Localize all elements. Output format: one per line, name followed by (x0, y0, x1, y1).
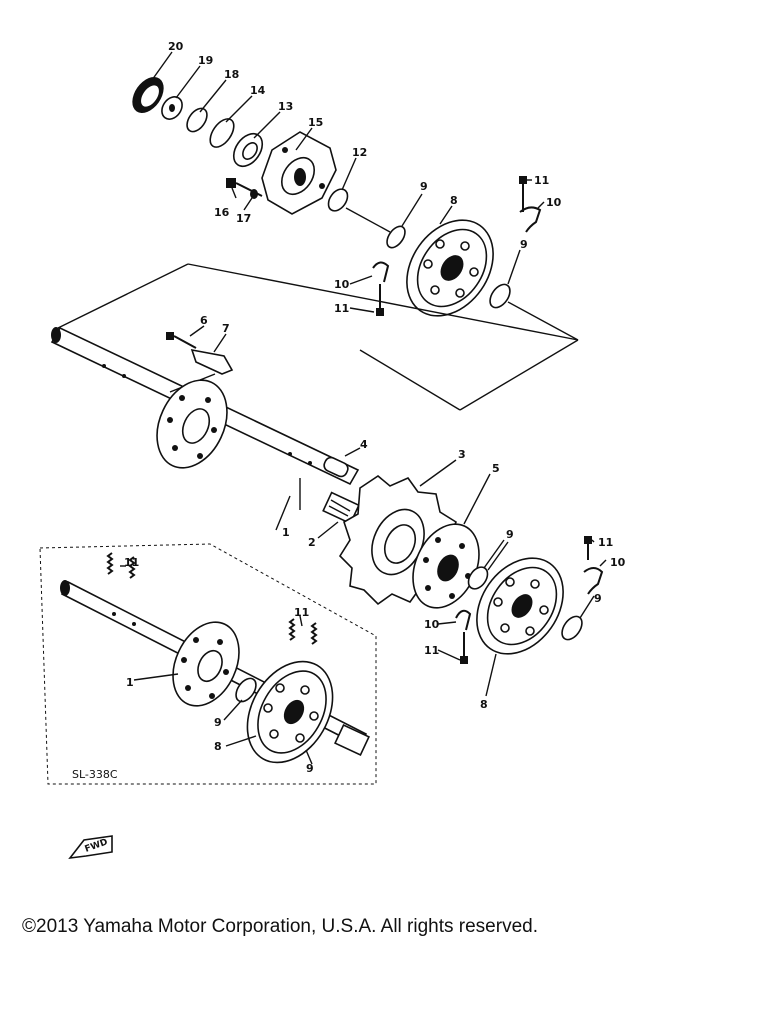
spring-part-11f (288, 618, 318, 645)
callout-10d: 10 (424, 618, 440, 631)
callout-18: 18 (224, 68, 239, 81)
callout-11b: 11 (334, 302, 349, 315)
idler-wheel-part-8a (406, 219, 494, 317)
callout-9f: 9 (306, 762, 314, 775)
callout-11e: 11 (124, 556, 139, 569)
callout-3: 3 (458, 448, 466, 461)
callout-17: 17 (236, 212, 251, 225)
callout-6: 6 (200, 314, 208, 327)
spacer-part-12 (327, 188, 349, 212)
bearing-housing-part-15 (261, 131, 337, 215)
callout-12: 12 (352, 146, 367, 159)
callout-9d: 9 (594, 592, 602, 605)
callout-1b: 1 (126, 676, 134, 689)
callout-11d: 11 (424, 644, 439, 657)
callout-9e: 9 (214, 716, 222, 729)
clip-part-10b (372, 261, 390, 283)
bearing-part-13 (232, 132, 264, 168)
leader-lines (120, 51, 607, 765)
callout-14: 14 (250, 84, 266, 97)
callout-11f: 11 (294, 606, 309, 619)
callout-13: 13 (278, 100, 293, 113)
idler-wheel-part-8c (246, 660, 334, 764)
plate-part-5 (412, 473, 491, 609)
callout-9a: 9 (420, 180, 428, 193)
callout-8a: 8 (450, 194, 458, 207)
subassembly-code: SL-338C (72, 768, 118, 781)
callout-2: 2 (308, 536, 316, 549)
callout-15: 15 (308, 116, 323, 129)
washer-part-18 (186, 107, 208, 133)
collar-part-9a (386, 225, 406, 249)
copyright-notice: ©2013 Yamaha Motor Corporation, U.S.A. A… (22, 916, 538, 937)
subassembly-inset: SL-338C (39, 543, 377, 785)
callout-11c: 11 (598, 536, 613, 549)
idler-wheel-part-8b (476, 557, 564, 697)
callout-9b: 9 (520, 238, 528, 251)
washer-part-17 (250, 189, 258, 199)
ring-part-14 (209, 118, 235, 148)
callout-10b: 10 (334, 278, 350, 291)
assembly-outline (57, 263, 579, 411)
clip-part-10c (583, 567, 604, 595)
collar-part-9c (467, 566, 489, 590)
callout-7: 7 (222, 322, 230, 335)
bolt-part-11d (460, 632, 468, 664)
bolt-part-11a (519, 176, 527, 212)
key-part-4 (323, 447, 361, 478)
callout-4: 4 (360, 438, 368, 451)
hub-plate-inset (172, 621, 240, 707)
seal-part-20 (132, 76, 164, 114)
callout-8b: 8 (480, 698, 488, 711)
callout-10a: 10 (546, 196, 562, 209)
callout-labels: 20 19 18 14 13 15 12 16 17 9 8 11 10 9 1… (124, 40, 626, 775)
callout-9c: 9 (506, 528, 514, 541)
bolt-part-6 (166, 332, 197, 349)
callout-1: 1 (282, 526, 290, 539)
collar-part-9b (489, 283, 511, 309)
spring-part-11e (106, 552, 136, 579)
spline-part-2 (317, 491, 360, 539)
callout-5: 5 (492, 462, 500, 475)
callout-20: 20 (168, 40, 184, 53)
bolt-part-11c (584, 536, 592, 560)
forward-direction-badge: FWD (68, 835, 113, 860)
bolt-part-11b (376, 284, 384, 316)
hub-plate-left (156, 379, 228, 469)
clip-part-10d (455, 609, 472, 631)
callout-10c: 10 (610, 556, 626, 569)
callout-19: 19 (198, 54, 213, 67)
nut-part-19 (161, 96, 183, 120)
callout-8c: 8 (214, 740, 222, 753)
collar-part-9d (561, 615, 583, 641)
upper-part-group (132, 76, 579, 341)
callout-16: 16 (214, 206, 230, 219)
clip-part-10a (519, 206, 542, 233)
callout-11a: 11 (534, 174, 549, 187)
